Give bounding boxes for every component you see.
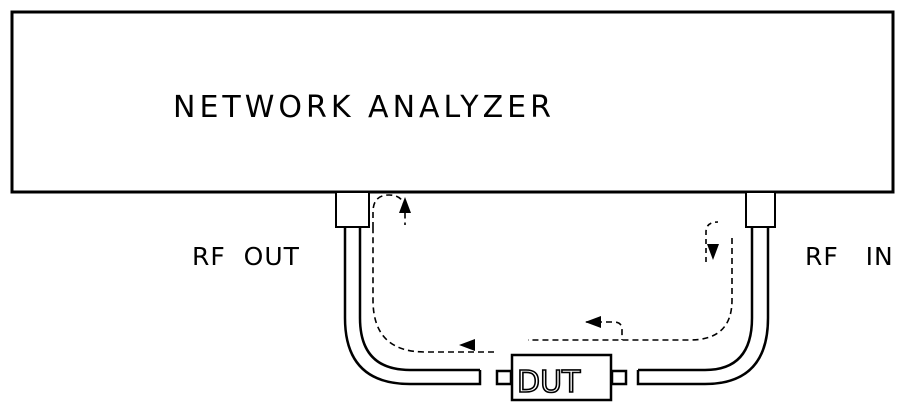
- network-analyzer-box: [10, 10, 895, 194]
- arrow-left-icon: [459, 339, 475, 351]
- arrow-down-icon: [707, 244, 719, 260]
- dut-box: [510, 353, 613, 402]
- left-cable: [343, 228, 482, 386]
- signal-path-right-bend: [705, 221, 719, 262]
- network-analyzer-label: NETWORK ANALYZER: [173, 90, 555, 125]
- right-cable: [636, 228, 770, 386]
- signal-path-right: [528, 238, 733, 341]
- dut-label: DUT: [517, 365, 581, 400]
- dut-left-connector: [495, 369, 513, 386]
- rf-out-connector: [335, 191, 370, 228]
- rf-out-label: RF OUT: [192, 242, 300, 271]
- rf-in-label: RF IN: [805, 242, 894, 271]
- signal-path-left: [372, 194, 494, 353]
- arrow-up-icon: [399, 197, 411, 213]
- arrow-left-icon: [585, 316, 601, 328]
- rf-in-connector: [745, 191, 776, 228]
- dut-right-connector: [610, 369, 628, 386]
